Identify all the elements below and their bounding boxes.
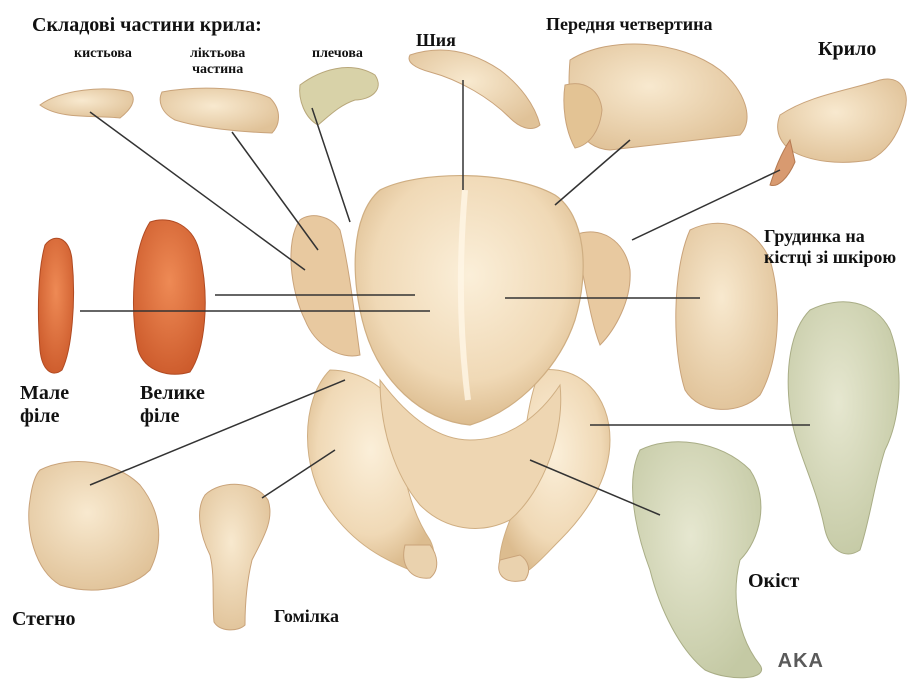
label-big-fillet: Велике філе	[140, 382, 205, 428]
label-big-fillet-line2: філе	[140, 405, 205, 428]
whole-chicken-illustration	[291, 176, 630, 582]
carcass-left-wing	[291, 216, 360, 356]
wing-whole-piece	[778, 79, 907, 162]
label-small-fillet-line2: філе	[20, 405, 69, 428]
wing-whole-tip	[770, 140, 795, 186]
leader-front-quarter	[555, 140, 630, 205]
label-breast-line2: кістці зі шкірою	[764, 247, 896, 268]
carcass-right-wing	[575, 232, 630, 345]
label-shoulder-part: плечова	[312, 46, 363, 62]
label-thigh: Стегно	[12, 608, 76, 631]
wing-tip-piece	[40, 89, 133, 118]
label-elbow-line2: частина	[190, 62, 245, 78]
label-elbow-part: ліктьова частина	[190, 46, 245, 78]
watermark: AKA	[778, 650, 824, 673]
breast-on-bone-piece	[676, 223, 778, 409]
leader-shoulder	[312, 108, 350, 222]
small-fillet-piece	[38, 238, 73, 373]
neck-piece	[409, 50, 540, 129]
leg-quarter-piece	[633, 442, 762, 678]
wing-middle-piece	[160, 88, 278, 133]
label-breast-line1: Грудинка на	[764, 226, 896, 247]
label-leg: Окіст	[748, 570, 799, 593]
label-breast-on-bone: Грудинка на кістці зі шкірою	[764, 226, 896, 267]
label-drumstick: Гомілка	[274, 606, 339, 627]
wing-parts-title: Складові частини крила:	[32, 14, 262, 37]
carcass-right-foot	[499, 555, 529, 581]
thigh-piece	[29, 462, 159, 590]
label-front-quarter: Передня четвертина	[546, 14, 713, 35]
label-neck: Шия	[416, 30, 456, 51]
leg-quarter-right-piece	[788, 302, 899, 554]
big-fillet-piece	[134, 220, 206, 374]
label-small-fillet: Мале філе	[20, 382, 69, 428]
label-big-fillet-line1: Велике	[140, 382, 205, 405]
carcass-left-foot	[404, 545, 437, 578]
label-small-fillet-line1: Мале	[20, 382, 69, 405]
drumstick-piece	[200, 484, 270, 630]
leader-elbow	[232, 132, 318, 250]
label-elbow-line1: ліктьова	[190, 46, 245, 62]
label-wing: Крило	[818, 38, 876, 61]
wing-shoulder-piece	[300, 68, 379, 125]
label-carpal-part: кистьова	[74, 46, 132, 62]
